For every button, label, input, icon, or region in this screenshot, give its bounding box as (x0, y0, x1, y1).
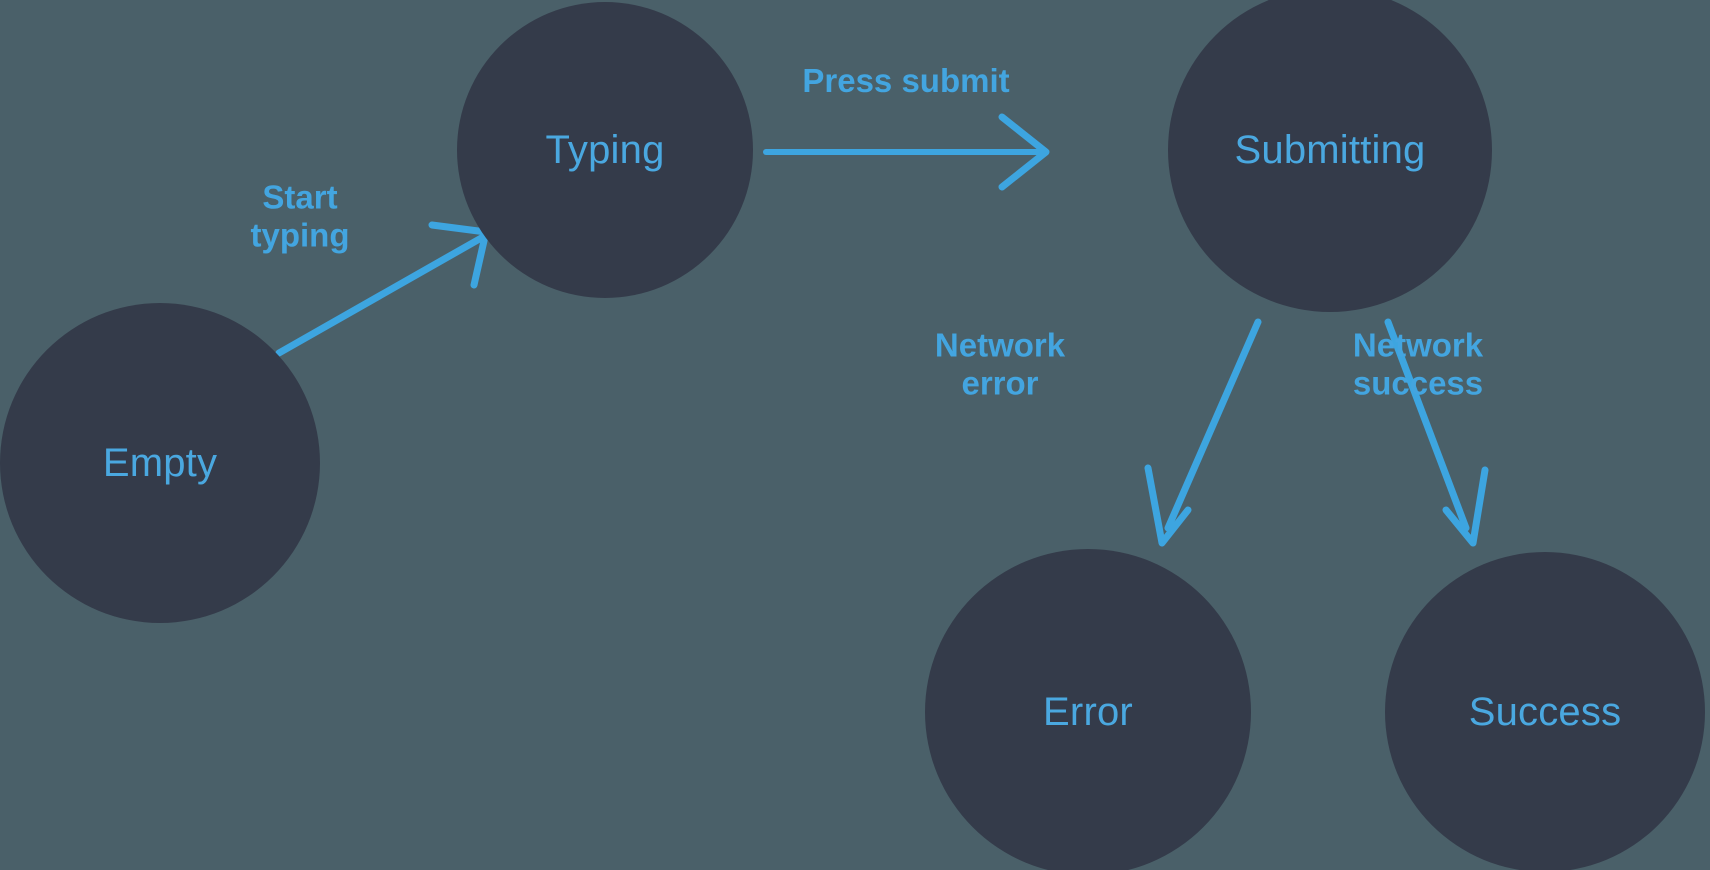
edge-label-press-submit: Press submit (802, 61, 1010, 99)
state-node-success[interactable]: Success (1385, 552, 1705, 870)
edge-typing-to-submitting (763, 113, 1050, 191)
state-node-error[interactable]: Error (925, 549, 1251, 870)
state-node-typing[interactable]: Typing (457, 2, 753, 298)
edge-line (1384, 318, 1470, 532)
state-node-label: Empty (102, 441, 218, 485)
arrowhead (1144, 464, 1192, 547)
state-node-submitting[interactable]: Submitting (1168, 0, 1492, 312)
edge-submitting-to-success (1384, 318, 1489, 547)
edge-line (1164, 318, 1262, 532)
arrowhead (1442, 466, 1489, 547)
edge-label-network-error: Network error (934, 326, 1066, 402)
arrowhead (428, 221, 490, 289)
edge-label-start-typing: Start typing (250, 178, 350, 254)
state-node-label: Success (1468, 690, 1622, 734)
arrowhead (998, 113, 1050, 191)
state-node-label: Error (1043, 690, 1133, 734)
state-node-empty[interactable]: Empty (0, 303, 320, 623)
edge-line (275, 233, 487, 357)
state-node-label: Typing (545, 128, 665, 172)
state-node-label: Submitting (1234, 128, 1426, 172)
edge-label-network-success: Network success (1352, 326, 1484, 402)
edge-submitting-to-error (1144, 318, 1262, 547)
